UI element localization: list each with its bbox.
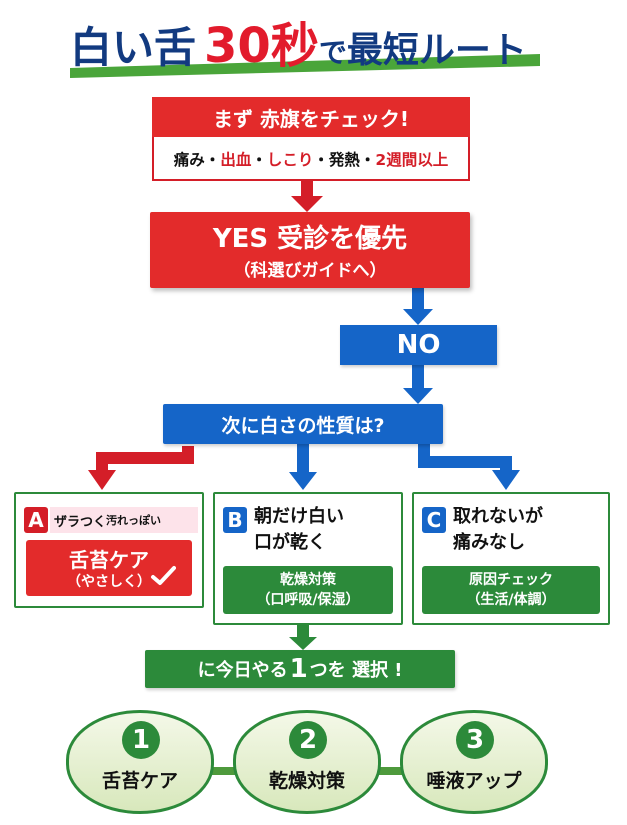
- title-part-de: で: [318, 36, 347, 69]
- option-c-action: 原因チェック （生活/体調）: [422, 566, 600, 614]
- arrow-head-b-to-select: [289, 637, 317, 650]
- option-b-action: 乾燥対策 （口呼吸/保湿）: [223, 566, 393, 614]
- option-a-desc-main: ザラつく: [54, 514, 107, 530]
- symptom-separator: ・: [313, 151, 329, 169]
- arrow-shaft-yes-to-no: [412, 288, 424, 310]
- arrow-head-question-to-c: [492, 470, 520, 490]
- choice-number-badge: 3: [456, 721, 494, 759]
- option-letter-c: C: [422, 507, 446, 533]
- option-a-action: 舌苔ケア （やさしく）: [26, 540, 192, 596]
- symptom-two-weeks: 2週間以上: [375, 151, 449, 169]
- option-letter-b: B: [223, 507, 247, 533]
- arrow-head-yes-to-no: [403, 309, 433, 325]
- select-banner-number: 1: [289, 654, 308, 684]
- symptom-separator: ・: [251, 151, 267, 169]
- option-b-description: 朝だけ白い 口が乾く: [254, 506, 344, 553]
- option-c-description: 取れないが 痛みなし: [453, 506, 543, 553]
- arrow-shaft-question-to-b: [297, 444, 309, 474]
- page-title: 白い舌 30秒 で 最短ルート: [70, 6, 540, 74]
- title-part-white-tongue: 白い舌: [70, 23, 197, 72]
- red-flag-symptom-row: 痛み ・ 出血 ・ しこり ・ 発熱 ・ 2週間以上: [154, 139, 468, 179]
- select-one-banner: に今日やる 1 つを 選択 !: [145, 650, 455, 688]
- whiteness-question-box: 次に白さの性質は?: [163, 404, 443, 444]
- option-a-desc-small: 汚れっぽい: [106, 514, 162, 527]
- option-a-action-note: （やさしく）: [67, 574, 151, 590]
- option-letter-a: A: [24, 507, 48, 533]
- choice-tongue-coating-care[interactable]: 1 舌苔ケア: [66, 710, 214, 814]
- title-underline-band: [70, 52, 540, 78]
- yes-guide-note: （科選びガイドへ）: [233, 261, 387, 281]
- choice-label: 乾燥対策: [268, 770, 345, 792]
- yes-see-doctor-box: YES 受診を優先 （科選びガイドへ）: [150, 212, 470, 288]
- option-a-description: ザラつく 汚れっぽい: [50, 507, 198, 533]
- symptom-separator: ・: [204, 151, 221, 169]
- arrow-shaft-question-to-c: [418, 444, 512, 472]
- symptom-pain: 痛み: [173, 151, 205, 169]
- yes-label: YES 受診を優先: [212, 224, 408, 254]
- option-a-action-label: 舌苔ケア: [69, 548, 149, 572]
- choice-label: 舌苔ケア: [101, 770, 178, 792]
- select-banner-suffix: つを 選択 !: [309, 660, 403, 681]
- title-part-shortest-route: 最短ルート: [346, 30, 527, 71]
- symptom-lump: しこり: [266, 151, 314, 169]
- arrow-head-redflag-to-yes: [291, 196, 323, 212]
- arrow-head-question-to-b: [289, 472, 317, 490]
- choice-number-badge: 2: [289, 721, 327, 759]
- symptom-separator: ・: [359, 151, 376, 169]
- red-flag-heading: まず 赤旗をチェック!: [152, 97, 470, 137]
- arrow-shaft-question-to-a: [96, 446, 194, 472]
- arrow-head-no-to-question: [403, 388, 433, 404]
- symptom-bleeding: 出血: [220, 151, 252, 169]
- symptom-fever: 発熱: [328, 151, 360, 169]
- choice-dryness-care[interactable]: 2 乾燥対策: [233, 710, 381, 814]
- arrow-shaft-no-to-question: [412, 365, 424, 389]
- arrow-head-question-to-a: [88, 470, 116, 490]
- arrow-shaft-redflag-to-yes: [301, 181, 313, 197]
- check-icon: [151, 566, 176, 585]
- choice-saliva-boost[interactable]: 3 唾液アップ: [400, 710, 548, 814]
- choice-number-badge: 1: [122, 721, 160, 759]
- no-box: NO: [340, 325, 497, 365]
- arrow-shaft-b-to-select: [297, 625, 309, 639]
- title-part-30sec: 30秒: [204, 18, 319, 74]
- select-banner-prefix: に今日やる: [197, 660, 288, 681]
- choice-label: 唾液アップ: [426, 770, 522, 792]
